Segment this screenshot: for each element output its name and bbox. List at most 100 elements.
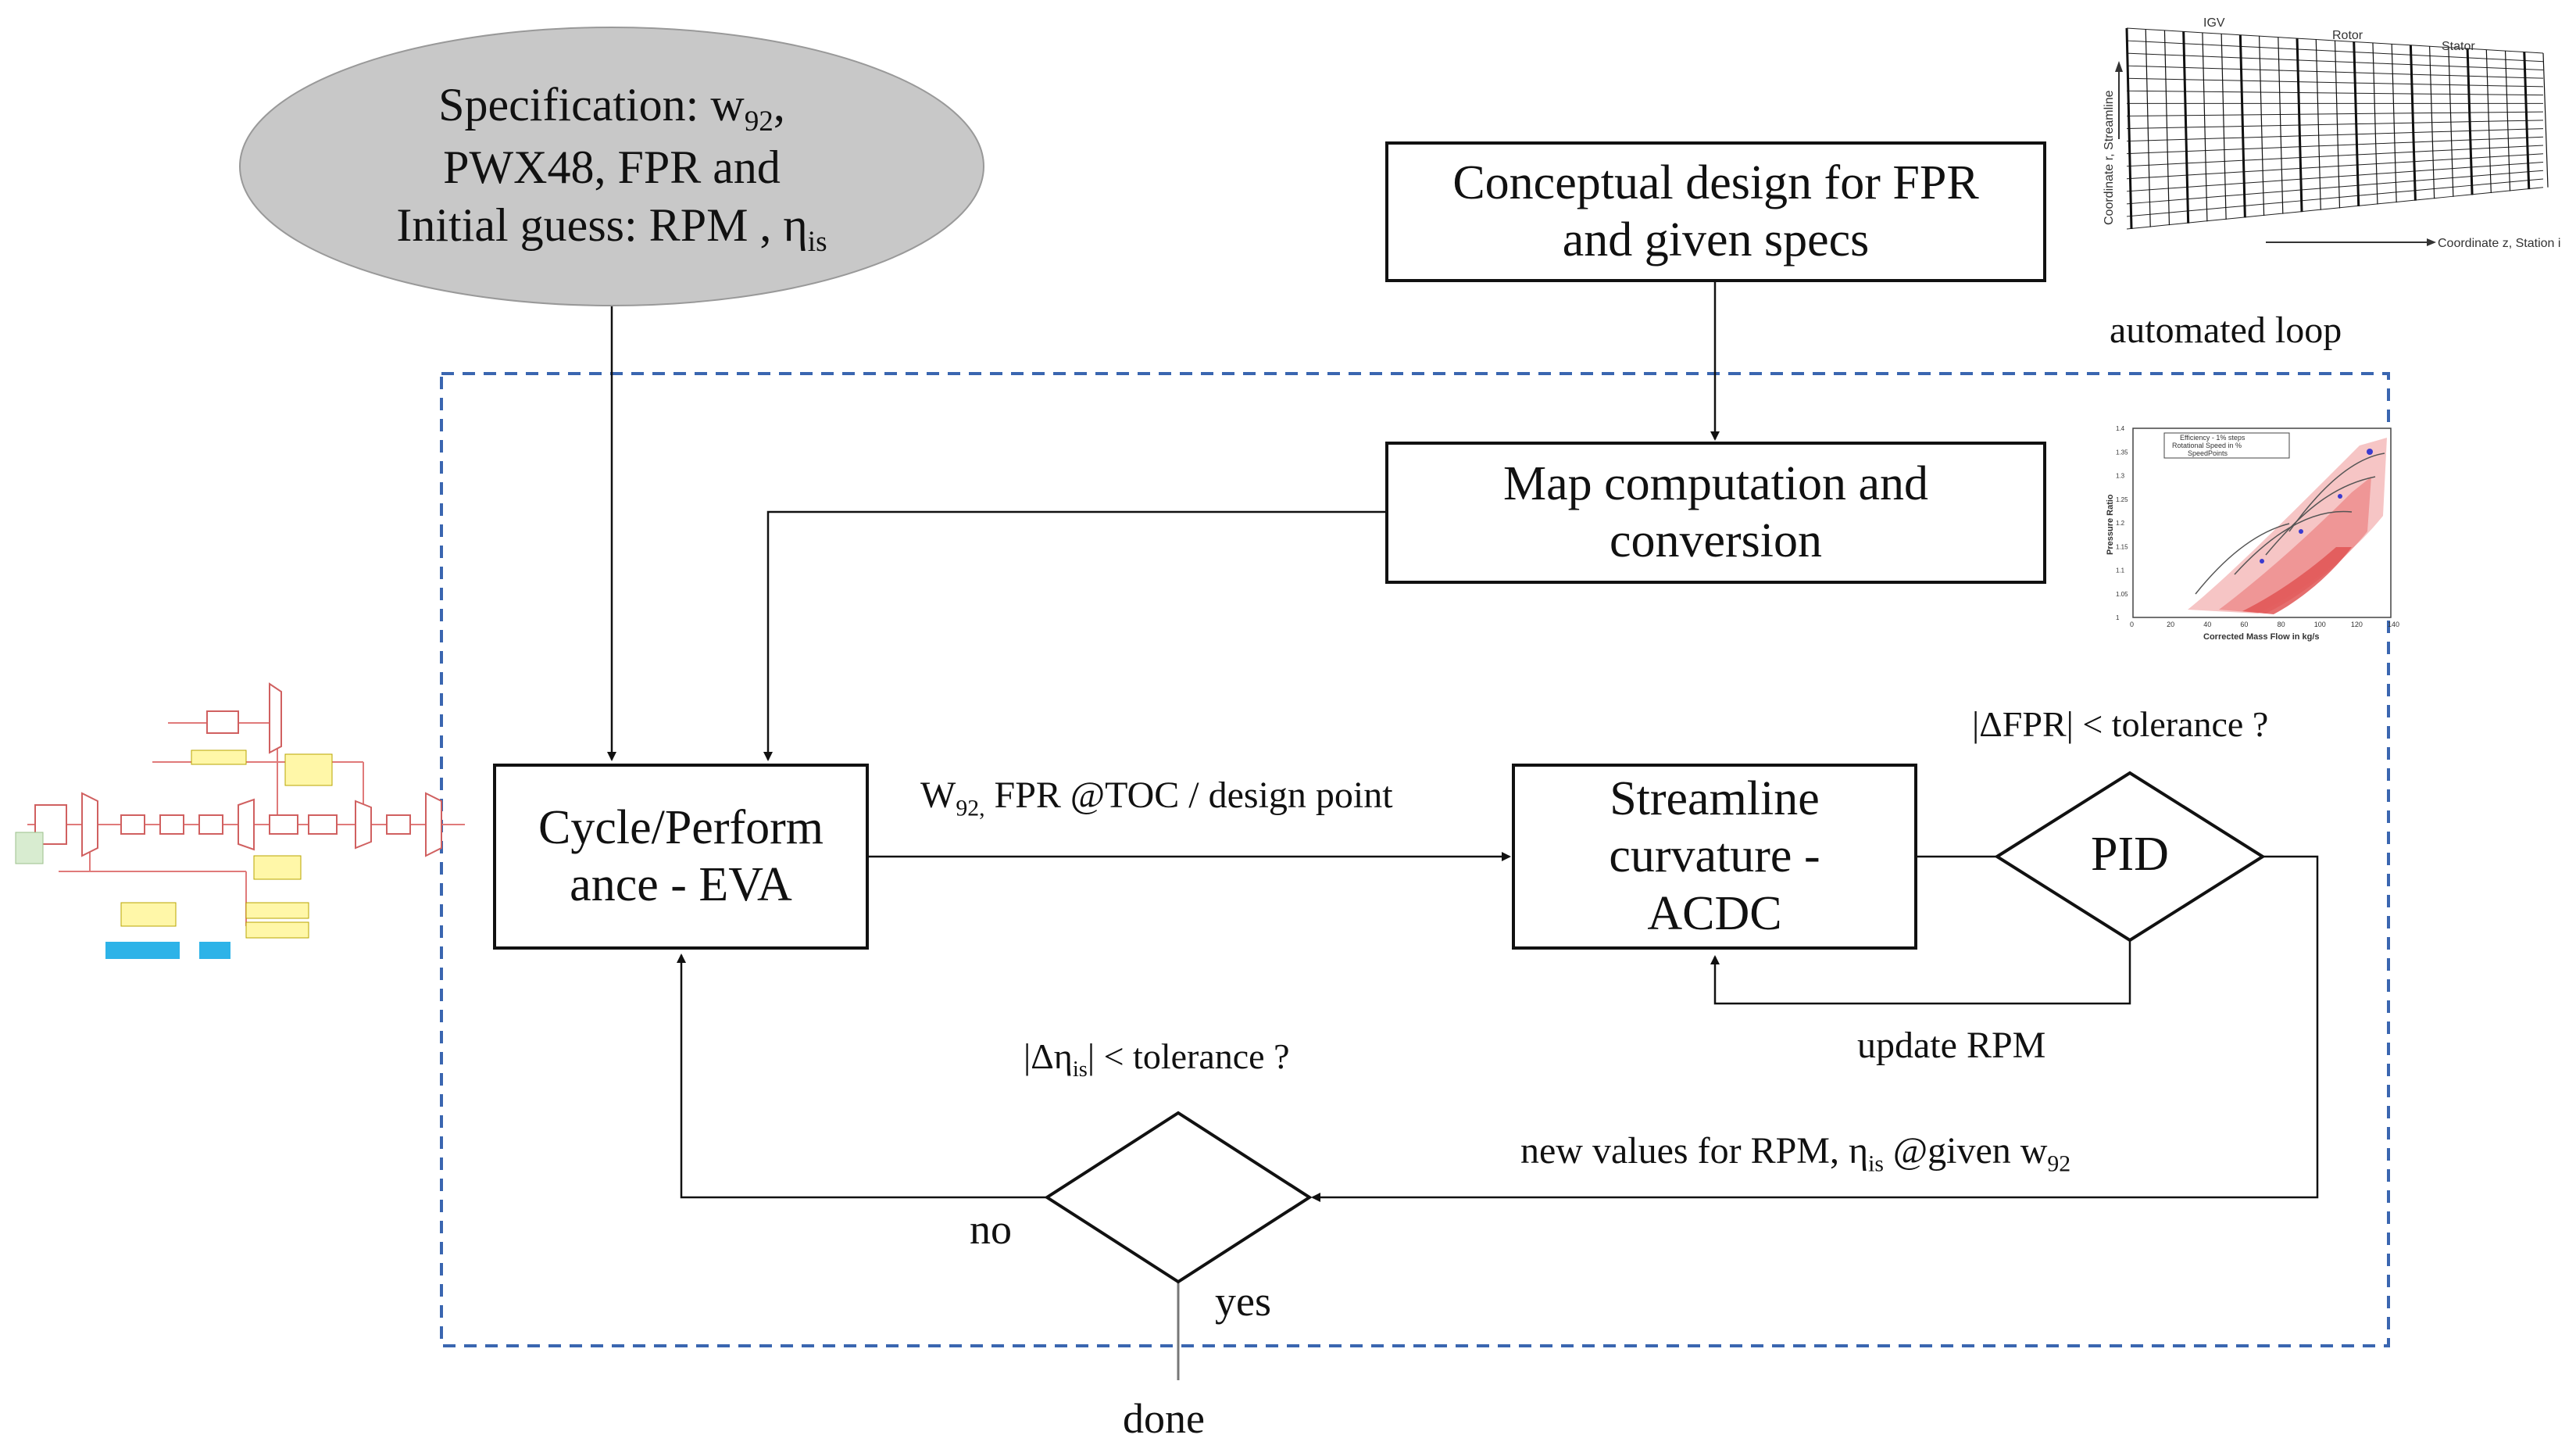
cycle-to-streamline-label: W92, FPR @TOC / design point — [920, 775, 1393, 821]
pid-diamond — [1994, 771, 2266, 943]
map-ylabel: Pressure Ratio — [2106, 494, 2115, 555]
dfpr-tolerance-label: |ΔFPR| < tolerance ? — [1972, 704, 2269, 744]
map-line1: Map computation and — [1502, 456, 1929, 510]
sc-grid-station — [2202, 32, 2208, 222]
sc-grid-station — [2448, 47, 2454, 197]
map-xtick: 140 — [2388, 621, 2399, 628]
map-ytick: 1.05 — [2116, 591, 2128, 598]
sc-grid-station — [2182, 31, 2190, 224]
sc-grid-streamline — [2126, 153, 2544, 180]
sc-grid-ylabel: Coordinate r, Streamline — [2103, 90, 2116, 225]
cycle-line2: ance - EVA — [570, 858, 792, 911]
arrow-pid-to-decision — [1311, 855, 2319, 1202]
arrow-map-to-cycle — [763, 510, 1385, 761]
sc-grid-station — [2315, 39, 2321, 210]
sc-grid-thumbnail: Coordinate r, Streamline Coordinate z, S… — [2103, 16, 2560, 250]
map-xlabel: Corrected Mass Flow in kg/s — [2203, 632, 2320, 642]
cycle-line1: Cycle/Perform — [538, 800, 824, 854]
sc-grid-station — [2221, 34, 2227, 220]
map-ytick: 1 — [2116, 614, 2120, 621]
sc-grid-streamline — [2126, 178, 2544, 217]
map-xtick: 0 — [2130, 621, 2134, 628]
specification-ellipse — [239, 27, 984, 306]
map-line2: conversion — [1609, 514, 1823, 567]
sc-grid-streamline — [2126, 52, 2544, 70]
streamline-line2: curvature - — [1609, 829, 1820, 883]
map-xtick: 100 — [2314, 621, 2326, 628]
sc-grid-streamline — [2126, 187, 2544, 230]
map-legend-efficiency: Efficiency - 1% steps — [2180, 434, 2246, 442]
compressor-map-thumbnail: Efficiency - 1% steps Rotational Speed i… — [2106, 425, 2399, 642]
pid-label: PID — [2091, 828, 2169, 881]
sc-grid-station — [2523, 52, 2531, 190]
sc-grid-streamline — [2126, 170, 2544, 205]
sc-grid-streamline — [2126, 145, 2544, 167]
specification-text: Specification: w92, PWX48, FPR and Initi… — [240, 31, 984, 305]
map-xtick: 20 — [2167, 621, 2174, 628]
map-ytick: 1.15 — [2116, 543, 2128, 550]
map-ytick: 1.4 — [2116, 425, 2125, 432]
done-label: done — [1123, 1395, 1205, 1442]
sc-grid-station — [2125, 27, 2133, 230]
sc-grid-streamline — [2126, 111, 2544, 116]
sc-grid-station — [2145, 29, 2151, 227]
sc-grid-station — [2485, 49, 2492, 193]
map-ytick: 1.1 — [2116, 567, 2125, 574]
sc-grid-station — [2353, 41, 2360, 206]
no-label: no — [970, 1206, 1012, 1253]
map-legend-speed: Rotational Speed in % — [2172, 442, 2242, 449]
tolerance-decision-diamond — [1044, 1111, 1313, 1284]
update-rpm-label: update RPM — [1857, 1025, 2046, 1066]
automated-loop-border — [440, 372, 2390, 1347]
conceptual-line2: and given specs — [1562, 213, 1870, 267]
map-ytick: 1.2 — [2116, 520, 2125, 527]
sc-grid-station — [2542, 52, 2549, 188]
cycle-schematic-thumbnail — [15, 682, 465, 959]
sc-grid-mesh — [2125, 27, 2549, 230]
map-xtick: 60 — [2240, 621, 2248, 628]
streamline-line3: ACDC — [1647, 886, 1782, 940]
sc-grid-station — [2391, 44, 2397, 203]
sc-grid-station — [2504, 51, 2511, 191]
sc-grid-station — [2372, 42, 2378, 205]
new-values-label: new values for RPM, ηis @given w92 — [1520, 1130, 2071, 1177]
sc-grid-streamline — [2126, 162, 2544, 192]
sc-grid-station — [2296, 38, 2303, 213]
sc-grid-station — [2278, 37, 2284, 214]
sc-grid-station — [2429, 46, 2435, 199]
sc-grid-streamline — [2126, 136, 2544, 155]
sc-grid-igv-label: IGV — [2203, 16, 2225, 30]
sc-grid-stator-label: Stator — [2442, 40, 2475, 53]
sc-grid-rotor-label: Rotor — [2332, 29, 2363, 42]
spec-line3: Initial guess: RPM , ηis — [396, 199, 827, 258]
sc-grid-station — [2238, 34, 2246, 218]
automated-loop-label: automated loop — [2110, 309, 2342, 351]
sc-grid-station — [2258, 36, 2265, 216]
sc-grid-xlabel: Coordinate z, Station i — [2438, 237, 2560, 250]
conceptual-line1: Conceptual design for FPR — [1452, 156, 1979, 209]
map-ytick: 1.3 — [2116, 473, 2125, 480]
sc-grid-station — [2409, 45, 2417, 201]
map-ytick: 1.35 — [2116, 449, 2128, 456]
map-ytick: 1.25 — [2116, 496, 2128, 503]
sc-grid-station — [2334, 40, 2341, 209]
sc-grid-streamline — [2126, 77, 2544, 88]
arrow-decision-no-to-cycle — [677, 953, 1047, 1199]
sc-grid-streamline — [2126, 120, 2544, 129]
sc-grid-station — [2466, 48, 2474, 195]
spec-line1: Specification: w92, — [438, 79, 785, 138]
sc-grid-station — [2163, 30, 2170, 226]
arrow-pid-update-rpm — [1710, 940, 2131, 1005]
sc-grid-streamline — [2126, 65, 2544, 79]
sc-grid-streamline — [2126, 128, 2544, 142]
map-xtick: 120 — [2351, 621, 2363, 628]
yes-label: yes — [1215, 1278, 1271, 1325]
map-xtick: 80 — [2278, 621, 2285, 628]
map-legend-points: SpeedPoints — [2188, 449, 2228, 457]
